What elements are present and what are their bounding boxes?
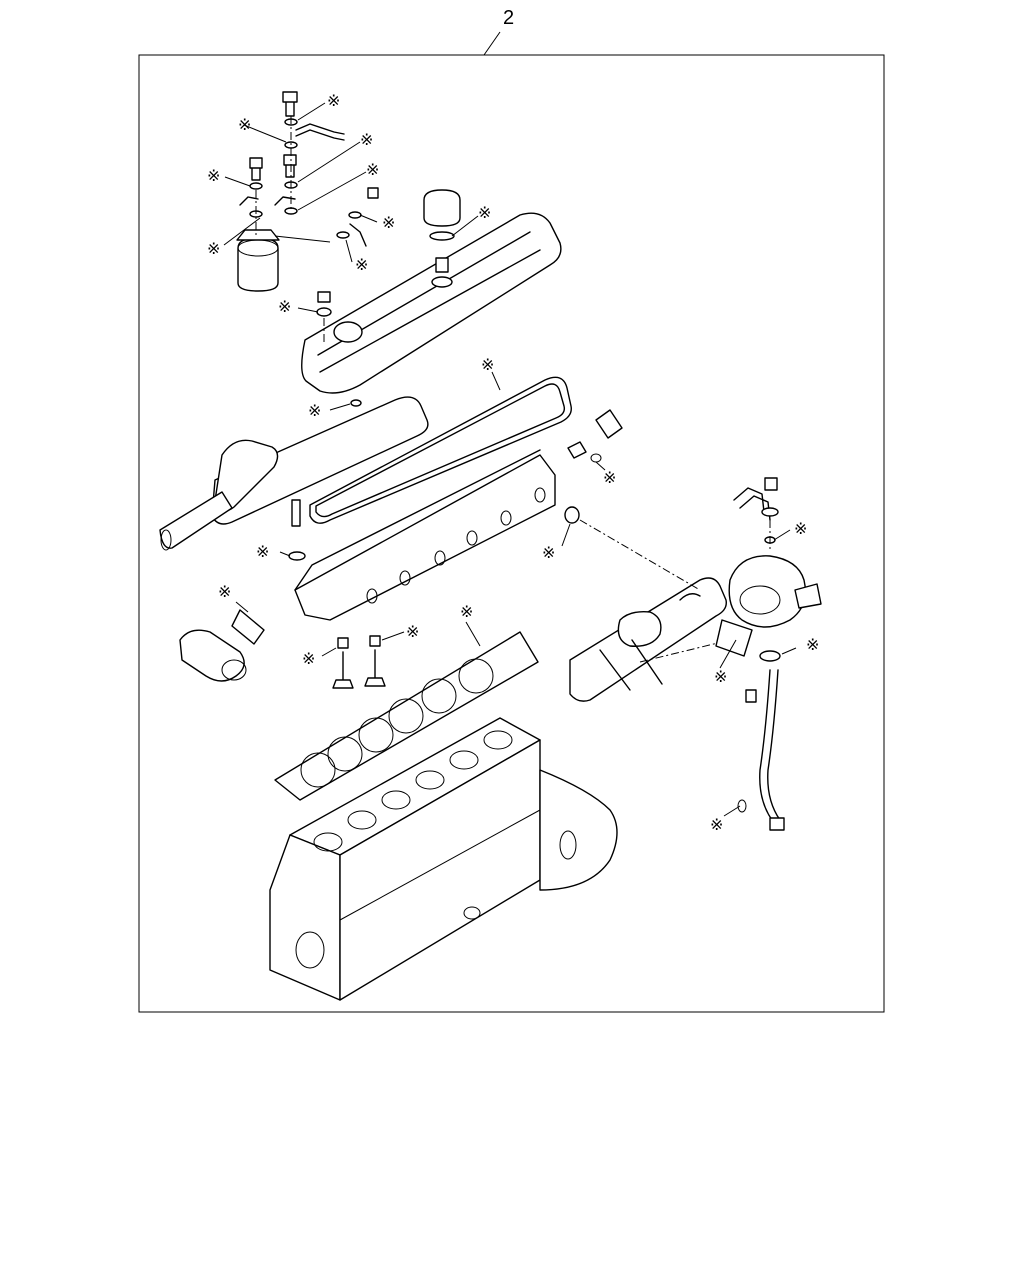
callout-leader [483,31,501,56]
asterisk-marker: ※ [308,403,321,420]
thermostat-housing [179,601,265,682]
asterisk-marker: ※ [360,132,373,149]
asterisk-marker: ※ [481,357,494,374]
asterisk-marker: ※ [406,624,419,641]
asterisk-marker: ※ [366,162,379,179]
valves [321,631,405,689]
rocker-cover [297,189,562,394]
intake-manifold [159,396,429,551]
asterisk-markers: ※ ※ ※ ※ ※ ※ ※ ※ ※ ※ ※ ※ ※ ※ ※ ※ ※ ※ ※ ※ … [207,93,819,834]
asterisk-marker: ※ [302,651,315,668]
asterisk-marker: ※ [603,470,616,487]
asterisk-marker: ※ [355,257,368,274]
fuel-filter-assembly [223,91,379,292]
cylinder-head [279,409,623,621]
cylinder-block [269,717,618,1001]
asterisk-marker: ※ [238,117,251,134]
exhaust-manifold [561,506,731,702]
cylinder-head-gasket [274,621,539,801]
asterisk-marker: ※ [542,545,555,562]
asterisk-marker: ※ [327,93,340,110]
asterisk-marker: ※ [710,817,723,834]
asterisk-marker: ※ [794,521,807,538]
asterisk-marker: ※ [207,168,220,185]
turbocharger-assembly [715,477,822,831]
asterisk-marker: ※ [460,604,473,621]
rocker-cover-gasket [309,371,572,524]
callout-number-2: 2 [503,7,514,29]
asterisk-marker: ※ [714,669,727,686]
asterisk-marker: ※ [278,299,291,316]
asterisk-marker: ※ [806,637,819,654]
asterisk-marker: ※ [382,215,395,232]
asterisk-marker: ※ [478,205,491,222]
diagram-frame [138,54,885,1013]
asterisk-marker: ※ [207,241,220,258]
asterisk-marker: ※ [256,544,269,561]
asterisk-marker: ※ [218,584,231,601]
